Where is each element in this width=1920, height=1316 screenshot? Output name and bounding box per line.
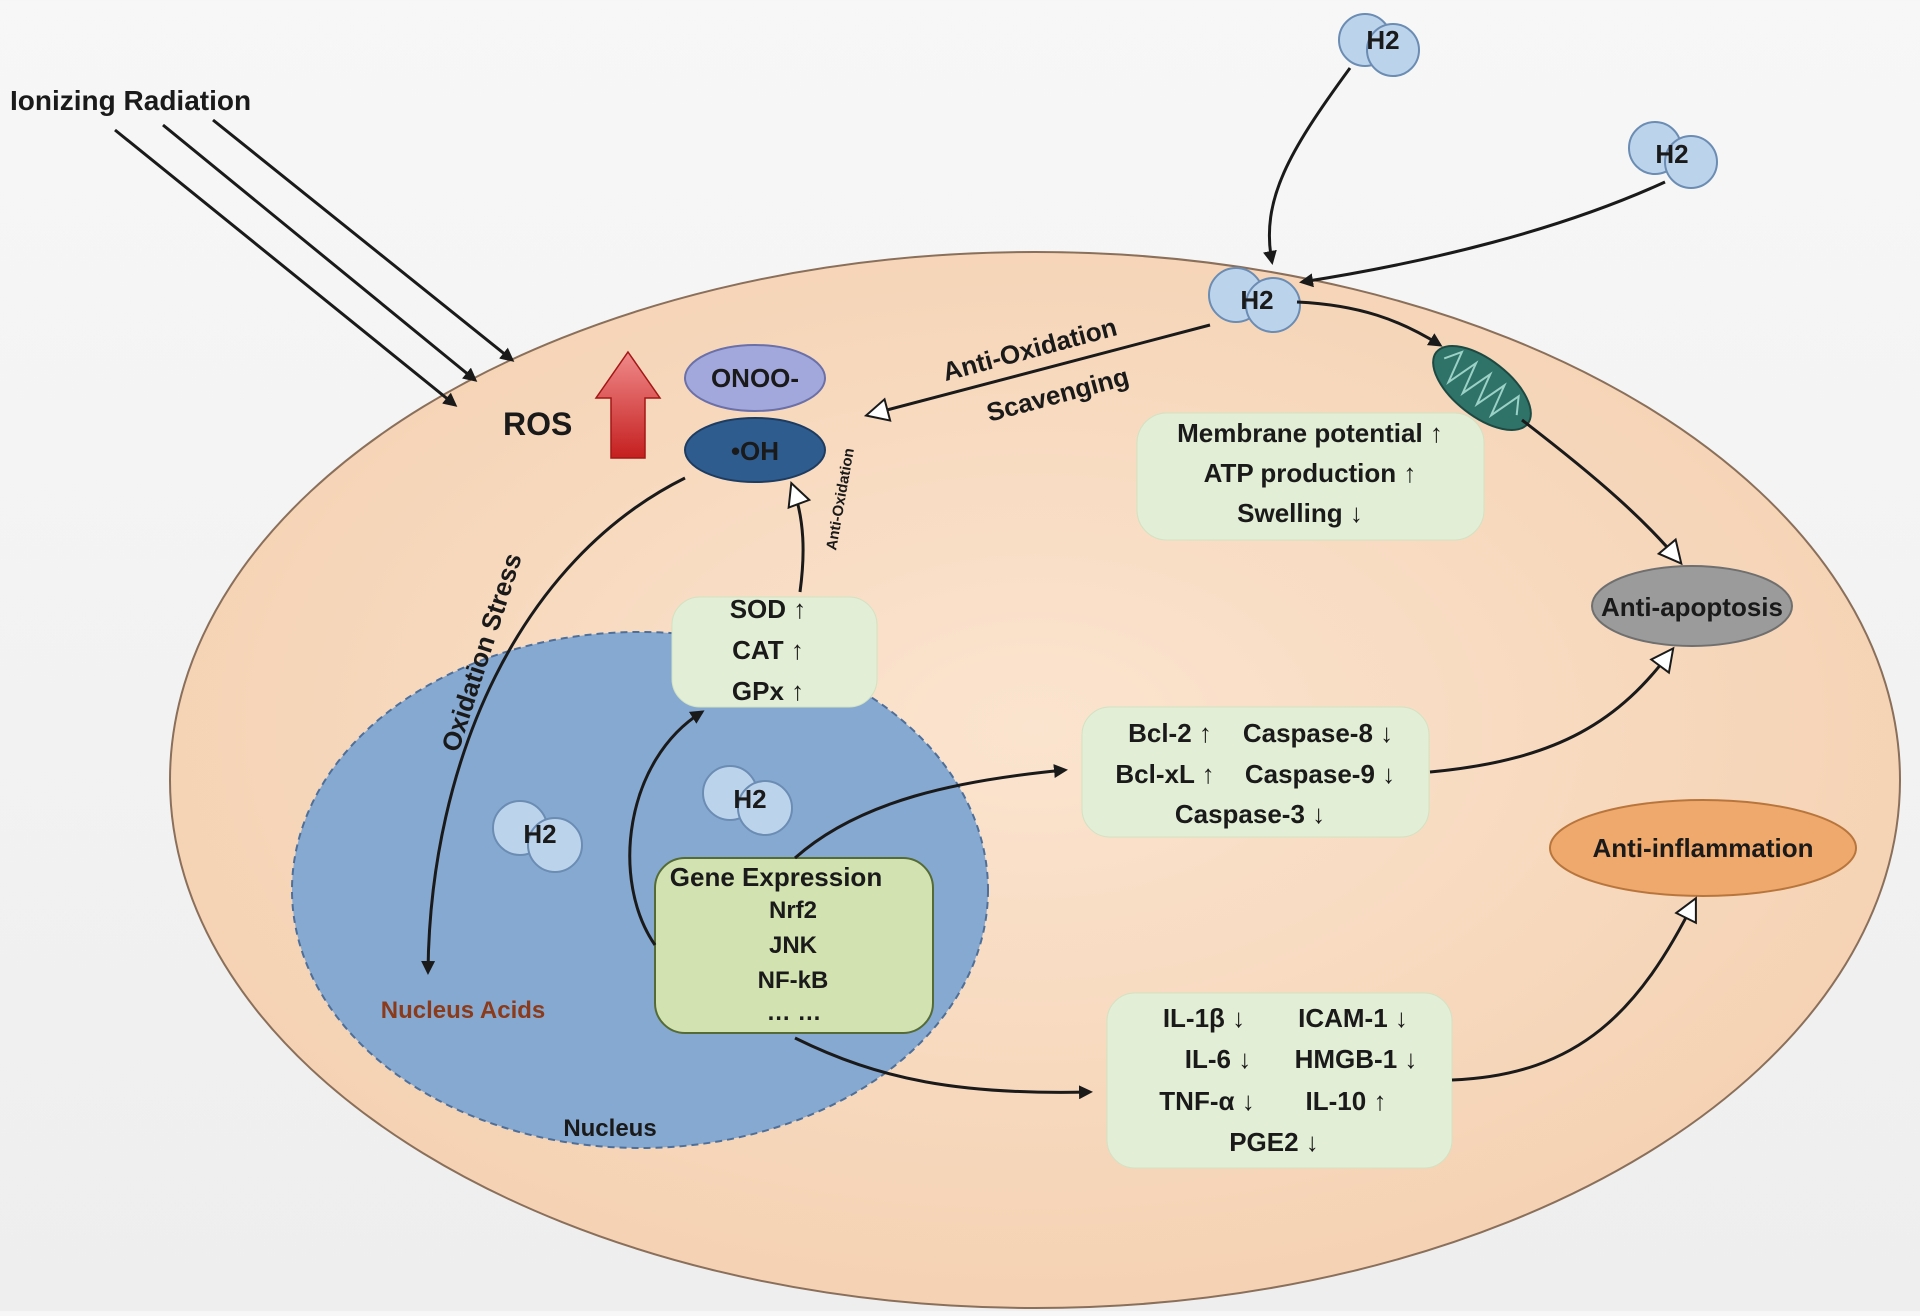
mitochondrion-icon: [1432, 345, 1532, 431]
apoptosis-markers-box: [1081, 706, 1430, 838]
enzymes-box: [671, 596, 878, 708]
mito-effects-box: [1136, 412, 1485, 541]
radiation-arrow-3: [212, 118, 515, 362]
gene-to-apoptosis-markers-arrow: [794, 764, 1068, 860]
gene-expression-title: Gene Expression: [670, 862, 882, 892]
gene-nrf2: Nrf2: [769, 897, 817, 924]
mitochondria-to-apoptosis-arrow: [1521, 418, 1680, 562]
mito-effect-1: Membrane potential ↑: [1177, 418, 1443, 448]
enzyme-gpx: GPx ↑: [732, 676, 804, 706]
h2-molecule-cell: H2: [1208, 267, 1301, 333]
ros-label: ROS: [503, 406, 572, 442]
h2-label-right: H2: [1655, 139, 1688, 169]
markers-to-anti-apoptosis-arrow: [1429, 650, 1672, 774]
marker-caspase8: Caspase-8 ↓: [1243, 718, 1393, 748]
enzyme-cat: CAT ↑: [732, 635, 804, 665]
anti-apoptosis-label: Anti-apoptosis: [1601, 592, 1783, 622]
nucleus-label: Nucleus: [563, 1115, 656, 1142]
anti-apoptosis-ellipse: [1591, 565, 1793, 647]
gene-more: … …: [767, 999, 822, 1026]
marker-hmgb1: HMGB-1 ↓: [1295, 1044, 1418, 1074]
enzymes-to-oh-arrow: [792, 485, 803, 593]
oxidation-stress-arrow: [421, 476, 686, 975]
anti-inflammation-ellipse: [1549, 799, 1857, 897]
gene-to-enzymes-arrow: [628, 710, 705, 946]
h2-entry-arrow-top: [1263, 67, 1352, 265]
h2-to-mitochondria-arrow: [1296, 300, 1443, 347]
h2-entry-arrow-right: [1299, 180, 1666, 288]
marker-pge2: PGE2 ↓: [1229, 1127, 1319, 1157]
h2-molecule-top: H2: [1338, 13, 1420, 77]
ros-up-arrow: [594, 350, 662, 459]
h2-label-cell: H2: [1240, 285, 1273, 315]
inflammation-markers-box: [1106, 992, 1453, 1169]
h2-label-top: H2: [1366, 25, 1399, 55]
marker-bcl2: Bcl-2 ↑: [1128, 718, 1212, 748]
mito-effect-3: Swelling ↓: [1237, 498, 1363, 528]
scavenging-arrow: [868, 323, 1211, 415]
gene-expression-box: [654, 857, 934, 1034]
anti-inflammation-label: Anti-inflammation: [1593, 833, 1814, 863]
radiation-arrow-2: [162, 123, 478, 382]
radiation-arrow-1: [114, 128, 458, 407]
h2-label-nucleus-left: H2: [523, 819, 556, 849]
ionizing-radiation-label: Ionizing Radiation: [10, 85, 251, 116]
marker-il10: IL-10 ↑: [1306, 1086, 1387, 1116]
enzyme-sod: SOD ↑: [730, 594, 807, 624]
h2-molecule-nucleus-left: H2: [492, 800, 583, 873]
oh-ellipse: [684, 417, 826, 483]
marker-il6: IL-6 ↓: [1185, 1044, 1251, 1074]
marker-tnfa: TNF-α ↓: [1159, 1086, 1254, 1116]
h2-molecule-right: H2: [1628, 121, 1718, 189]
oh-label: •OH: [731, 436, 779, 466]
onoo-ellipse: [684, 344, 826, 412]
marker-il1b: IL-1β ↓: [1163, 1003, 1245, 1033]
marker-bclxl: Bcl-xL ↑: [1115, 759, 1214, 789]
gene-nfkb: NF-kB: [758, 967, 829, 994]
markers-to-anti-inflammation-arrow: [1451, 900, 1695, 1082]
gene-to-inflammation-markers-arrow: [794, 1036, 1093, 1100]
marker-icam1: ICAM-1 ↓: [1298, 1003, 1408, 1033]
h2-molecule-nucleus-center: H2: [702, 765, 793, 836]
marker-caspase3: Caspase-3 ↓: [1175, 799, 1325, 829]
gene-jnk: JNK: [769, 932, 818, 959]
nucleus-acids-label: Nucleus Acids: [381, 997, 546, 1024]
onoo-label: ONOO-: [711, 363, 799, 393]
h2-label-nucleus-center: H2: [733, 784, 766, 814]
marker-caspase9: Caspase-9 ↓: [1245, 759, 1395, 789]
mito-effect-2: ATP production ↑: [1204, 458, 1417, 488]
